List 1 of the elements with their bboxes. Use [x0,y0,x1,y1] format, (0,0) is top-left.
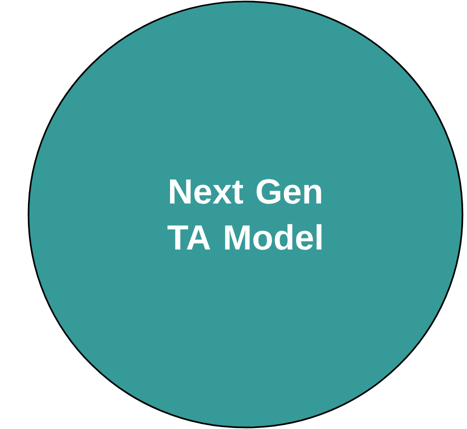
circle-node: Next Gen TA Model [28,0,464,428]
